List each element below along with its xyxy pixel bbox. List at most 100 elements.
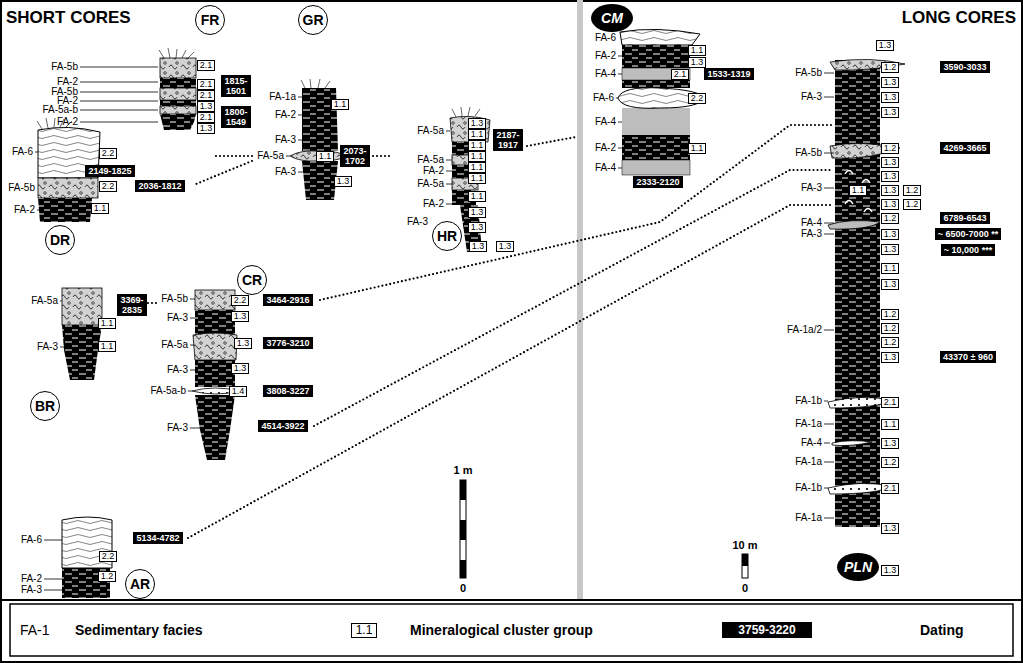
cluster-box: 2.1	[671, 69, 690, 80]
node-text: 2.2	[102, 552, 115, 561]
core-PLN	[828, 59, 905, 527]
cluster-box: 1.3	[231, 363, 250, 374]
node-text: 1.1	[471, 130, 484, 139]
node-text: 1.4	[232, 387, 245, 396]
site-circle: GR	[298, 5, 328, 35]
dating-box: 4514-3922	[258, 420, 307, 432]
node-text: CM	[601, 10, 623, 26]
facies-label: FA-6	[595, 33, 616, 43]
node-text: 2187- 1917	[496, 130, 519, 150]
node-text: 4269-3665	[943, 143, 986, 153]
node-text: 1.2	[884, 310, 897, 319]
dating-box: 1815- 1501	[221, 75, 250, 97]
facies-label: FA-6	[21, 535, 42, 545]
facies-label: FA-1a	[269, 92, 296, 102]
cluster-box: 2.1	[197, 79, 216, 90]
facies-label: FA-3	[167, 423, 188, 433]
leader-line	[298, 172, 304, 173]
facies-label: FA-4	[595, 69, 616, 79]
node-text: 1.3	[884, 78, 897, 87]
scale-label: 1 m	[454, 464, 473, 476]
cluster-box: 1.1	[688, 45, 707, 56]
node-text: 3369- 2835	[120, 295, 143, 315]
cluster-box: 1.1	[468, 140, 487, 151]
node-text: 1.1	[471, 141, 484, 150]
leader-line	[824, 97, 834, 98]
leader-line	[446, 204, 452, 205]
facies-label: FA-5a	[417, 155, 444, 165]
dating-box: 5134-4782	[133, 532, 182, 544]
facies-label: FA-3	[801, 229, 822, 239]
cluster-box: 1.1	[849, 185, 868, 196]
node-text: 2.2	[102, 149, 115, 158]
cluster-box: 1.3	[881, 92, 900, 103]
section-heading: LONG CORES	[902, 8, 1016, 28]
facies-label: FA-5a	[161, 340, 188, 350]
cluster-box: 1.2	[881, 323, 900, 334]
node-text: 2.2	[691, 94, 704, 103]
leader-line	[190, 370, 195, 371]
core-label: PLN	[837, 553, 879, 581]
scale-label: 10 m	[732, 539, 757, 551]
cluster-box: 1.3	[881, 185, 900, 196]
facies-label: FA-2	[57, 117, 78, 127]
facies-label: FA-3	[407, 217, 428, 227]
cluster-box: 1.2	[881, 143, 900, 154]
cluster-box: 1.3	[688, 57, 707, 68]
node-text: 1.2	[101, 572, 114, 581]
node-text: 1.3	[884, 200, 897, 209]
node-text: 1.2	[884, 144, 897, 153]
legend-sample: FA-1	[20, 622, 50, 638]
facies-label: FA-5a-b	[150, 386, 186, 396]
dating-box: 43370 ± 960	[940, 351, 996, 363]
node-text: 2.1	[884, 398, 897, 407]
node-text: 1.3	[884, 566, 897, 575]
node-text: 2036-1812	[138, 181, 181, 191]
dating-box: 2333-2120	[633, 176, 682, 188]
node-text: BR	[35, 398, 55, 414]
dating-box: 3776-3210	[263, 337, 312, 349]
facies-label: FA-6	[12, 147, 33, 157]
node-text: 1.3	[237, 339, 250, 348]
leader-line	[618, 148, 622, 149]
cluster-box: 1.2	[903, 199, 922, 210]
node-text: 1.2	[906, 200, 919, 209]
node-text: 1.3	[884, 93, 897, 102]
leader-line	[44, 590, 62, 591]
node-text: 2.1	[674, 70, 687, 79]
leader-line	[80, 122, 158, 123]
node-text: 1.3	[337, 177, 350, 186]
cluster-box: 1.2	[98, 571, 117, 582]
site-circle: CR	[237, 265, 267, 295]
leader-line	[446, 131, 450, 132]
legend-text: Mineralogical cluster group	[410, 622, 593, 638]
cluster-box: 1.1	[91, 203, 110, 214]
cluster-box: 1.2	[881, 213, 900, 224]
node-text: 1.1	[691, 46, 704, 55]
node-text: 1.1	[94, 204, 107, 213]
node-text: 1800- 1549	[224, 107, 247, 127]
facies-label: FA-3	[37, 342, 58, 352]
node-text: 1815- 1501	[224, 76, 247, 96]
cluster-box: 1.1	[468, 191, 487, 202]
cluster-box: 1.1	[468, 173, 487, 184]
node-text: 2.2	[102, 182, 115, 191]
cluster-box: 1.1	[468, 162, 487, 173]
node-text: 5134-4782	[136, 533, 179, 543]
leader-line	[44, 579, 62, 580]
node-text: 1.1	[471, 152, 484, 161]
cluster-box: 1.2	[881, 337, 900, 348]
node-text: ~ 6500-7000 **	[938, 229, 998, 239]
dating-box: 2149-1825	[85, 165, 134, 177]
node-text: HR	[437, 228, 457, 244]
leader-line	[824, 234, 834, 235]
node-text: 1.3	[884, 108, 897, 117]
grass	[37, 48, 480, 129]
node-text: 3776-3210	[266, 338, 309, 348]
leader-line	[618, 168, 622, 169]
cluster-box: 1.3	[881, 279, 900, 290]
node-text: 1.1	[471, 192, 484, 201]
dating-box: ~ 10,000 ***	[941, 244, 995, 256]
leader-line	[616, 98, 618, 99]
